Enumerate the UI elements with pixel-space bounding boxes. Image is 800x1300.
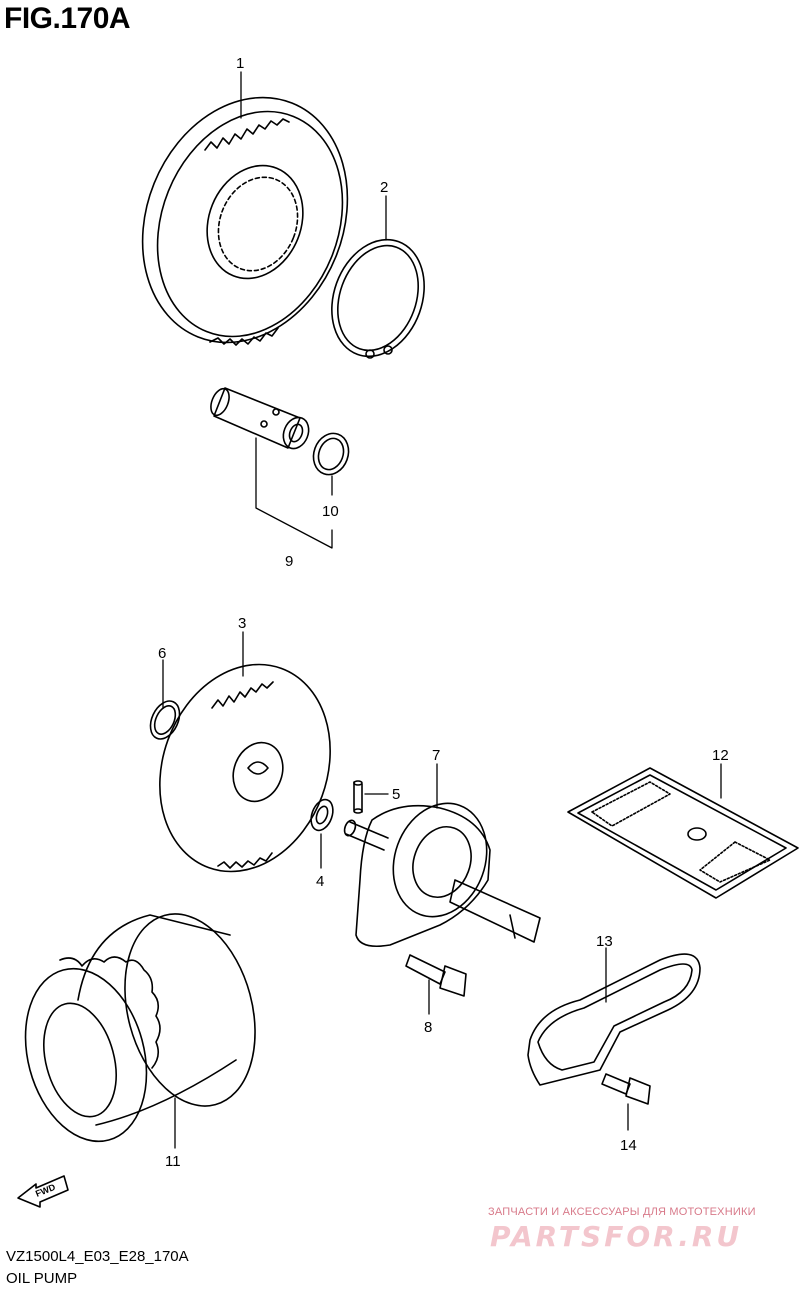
- callout-6: 6: [158, 645, 166, 662]
- part-3-pump-gear[interactable]: [132, 640, 359, 895]
- part-7-oil-pump[interactable]: [343, 790, 541, 948]
- callout-14: 14: [620, 1137, 637, 1154]
- diagram-name: OIL PUMP: [6, 1270, 78, 1287]
- diagram-code: VZ1500L4_E03_E28_170A: [6, 1248, 189, 1265]
- callout-11: 11: [165, 1153, 181, 1170]
- part-9-shaft[interactable]: [207, 386, 313, 452]
- callout-4: 4: [316, 873, 324, 890]
- figure-title: FIG.170A: [4, 2, 131, 35]
- gear-teeth-1: [204, 118, 290, 151]
- part-11-oil-filter[interactable]: [7, 899, 275, 1155]
- callout-8: 8: [424, 1019, 432, 1036]
- part-12-oil-strainer[interactable]: [567, 767, 799, 899]
- callout-13: 13: [596, 933, 613, 950]
- leader-9-10: [255, 437, 333, 549]
- fwd-arrow-icon: FWD: [17, 1175, 69, 1208]
- watermark-tagline: ЗАПЧАСТИ И АКСЕССУАРЫ ДЛЯ МОТОТЕХНИКИ: [488, 1206, 756, 1218]
- callout-5: 5: [392, 786, 400, 803]
- part-1-driven-gear[interactable]: [107, 66, 383, 373]
- part-10-o-ring[interactable]: [308, 428, 354, 479]
- callout-12: 12: [712, 747, 729, 764]
- callout-7: 7: [432, 747, 440, 764]
- part-4-washer[interactable]: [307, 797, 337, 834]
- part-8-bolt[interactable]: [405, 954, 467, 997]
- callout-2: 2: [380, 179, 388, 196]
- callout-3: 3: [238, 615, 246, 632]
- leader-lines: [162, 71, 722, 1149]
- part-13-gasket[interactable]: [527, 953, 701, 1086]
- part-5-pin[interactable]: [353, 780, 363, 814]
- part-14-bolt[interactable]: [601, 1073, 651, 1105]
- watermark-logo: PARTSFOR.RU: [490, 1220, 743, 1253]
- callout-1: 1: [236, 55, 244, 72]
- callout-9: 9: [285, 553, 293, 570]
- part-2-circlip[interactable]: [316, 227, 440, 370]
- callout-10: 10: [322, 503, 339, 520]
- part-6-circlip[interactable]: [145, 696, 185, 743]
